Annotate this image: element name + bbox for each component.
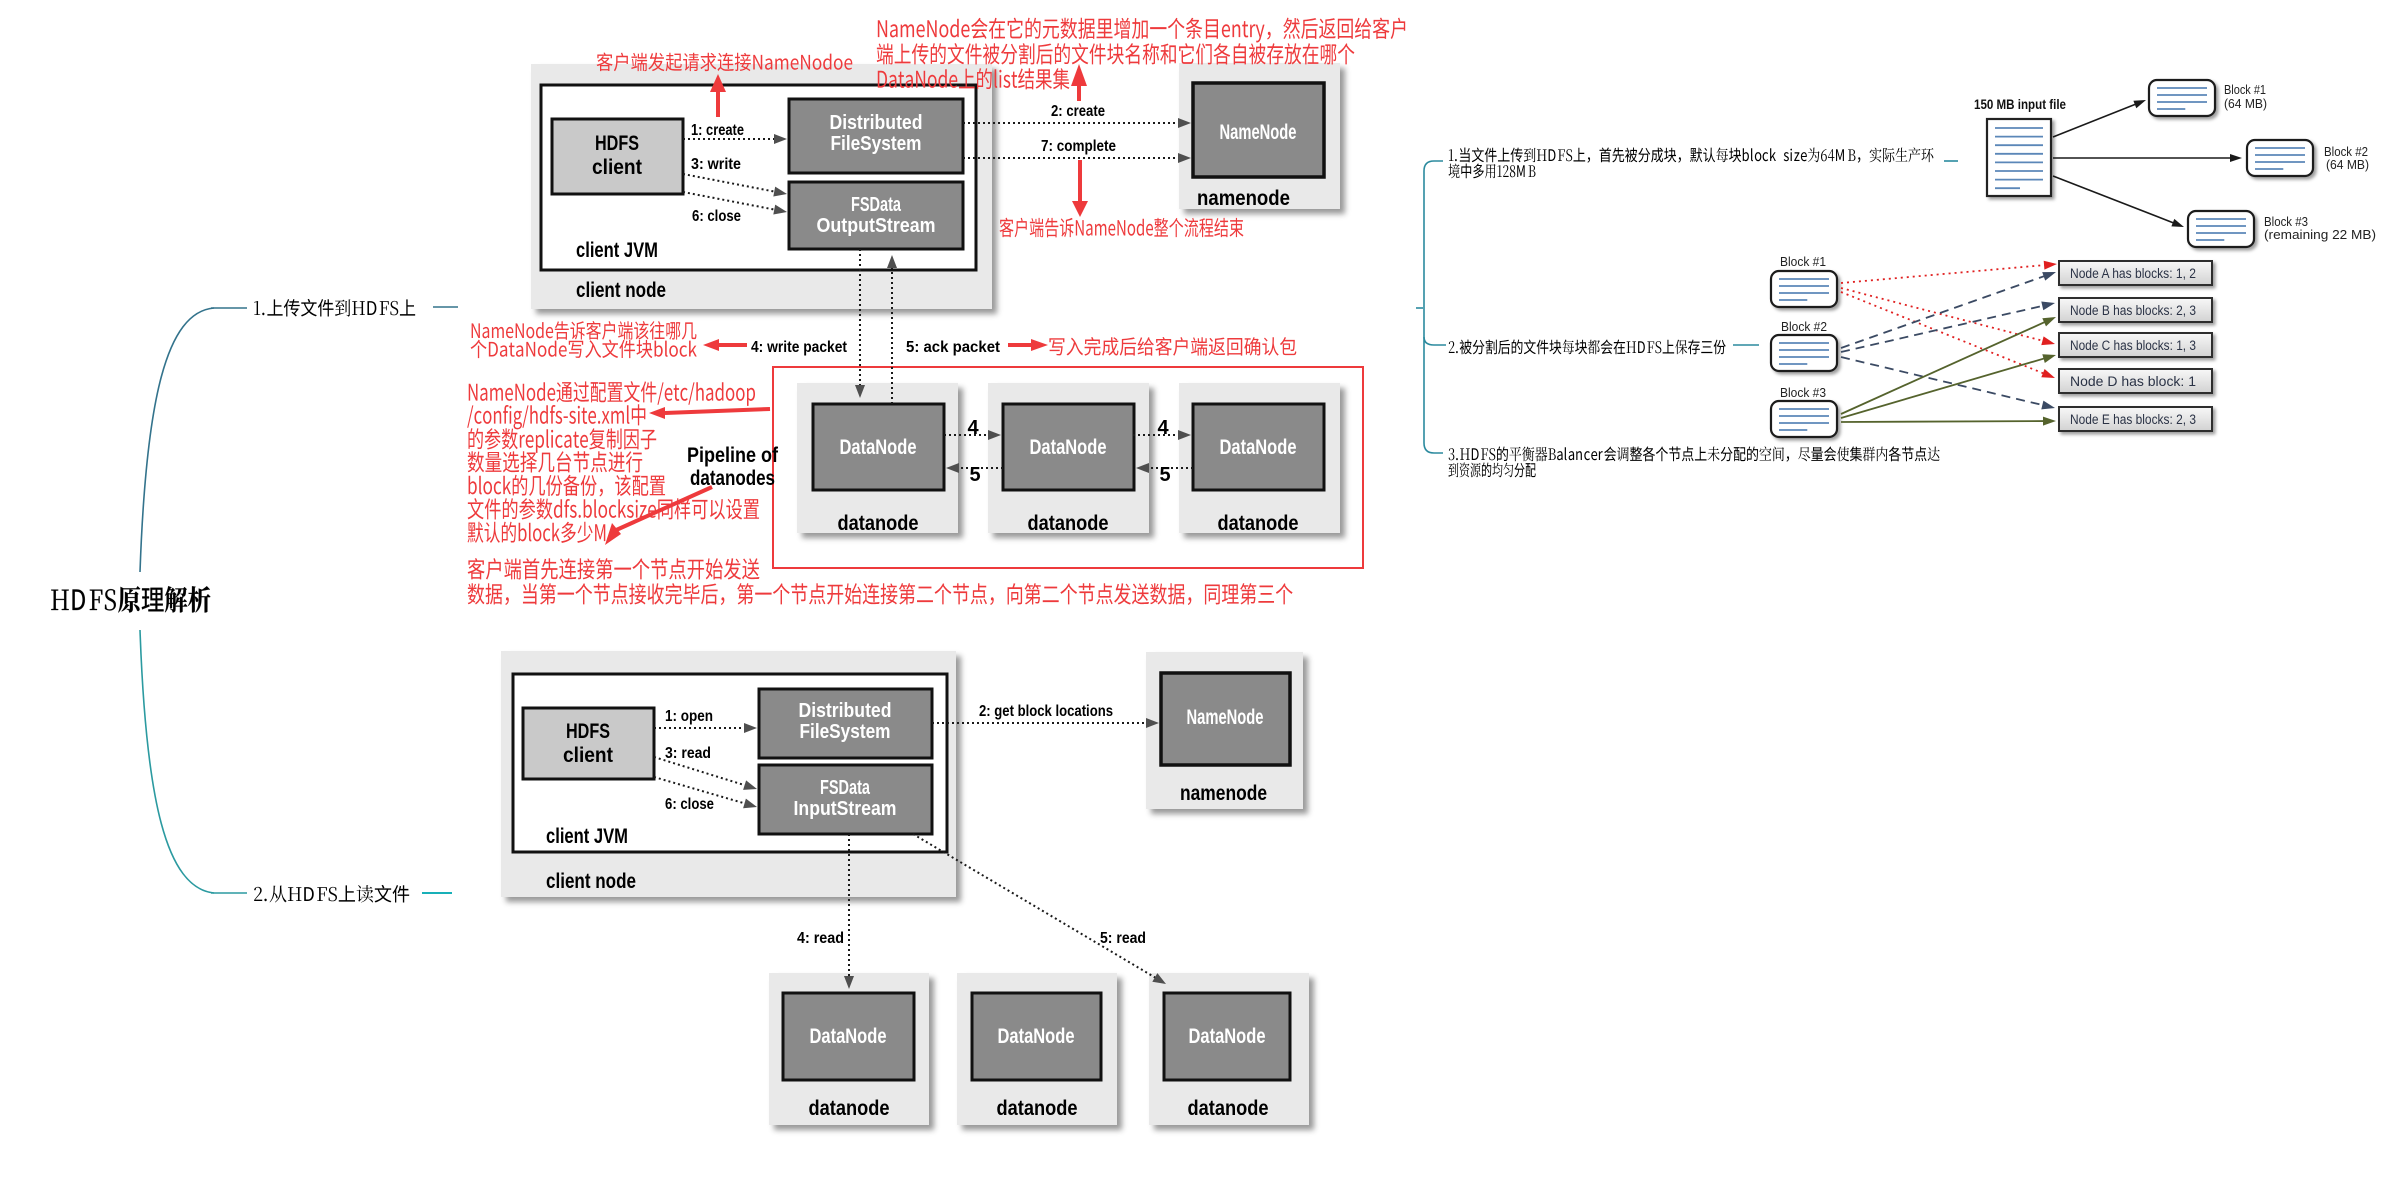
svg-text:(remaining 22 MB): (remaining 22 MB) [2264, 228, 2376, 242]
svg-text:datanode: datanode [838, 512, 919, 535]
svg-text:Node D has block: 1: Node D has block: 1 [2070, 374, 2196, 389]
svg-text:FSData: FSData [820, 777, 871, 799]
svg-text:Block #1: Block #1 [1780, 255, 1826, 269]
svg-text:1: create: 1: create [691, 122, 744, 139]
svg-text:5: 5 [969, 464, 980, 486]
svg-text:Node E has blocks: 2, 3: Node E has blocks: 2, 3 [2070, 412, 2196, 427]
svg-text:namenode: namenode [1197, 187, 1290, 210]
svg-text:4: write packet: 4: write packet [751, 339, 848, 356]
svg-text:HDFS: HDFS [566, 720, 610, 743]
svg-text:4: 4 [1157, 417, 1169, 439]
svg-text:Distributed: Distributed [830, 112, 923, 134]
svg-text:InputStream: InputStream [794, 798, 897, 820]
svg-text:DataNode: DataNode [998, 1025, 1075, 1048]
svg-text:client node: client node [576, 279, 666, 302]
svg-text:OutputStream: OutputStream [817, 215, 936, 237]
svg-text:client: client [592, 156, 642, 179]
svg-text:datanode: datanode [809, 1097, 890, 1120]
svg-text:1: open: 1: open [665, 708, 713, 725]
svg-text:5: 5 [1159, 464, 1170, 486]
svg-text:3: write: 3: write [691, 156, 741, 173]
svg-text:4: 4 [967, 417, 979, 439]
svg-text:DataNode: DataNode [1030, 436, 1107, 459]
svg-text:FileSystem: FileSystem [831, 133, 922, 155]
svg-text:FSData: FSData [851, 194, 902, 216]
svg-text:Block #3: Block #3 [1780, 386, 1826, 400]
svg-text:Block #3: Block #3 [2264, 215, 2308, 229]
svg-text:4: read: 4: read [797, 930, 844, 947]
svg-text:client node: client node [546, 870, 636, 893]
svg-text:6: close: 6: close [665, 796, 714, 813]
svg-text:FileSystem: FileSystem [800, 721, 891, 743]
svg-text:datanodes: datanodes [690, 467, 775, 490]
svg-text:namenode: namenode [1180, 782, 1267, 805]
svg-text:3: read: 3: read [665, 745, 711, 762]
svg-text:DataNode: DataNode [840, 436, 917, 459]
svg-text:7: complete: 7: complete [1041, 138, 1116, 155]
svg-text:client JVM: client JVM [546, 825, 628, 848]
svg-text:(64 MB): (64 MB) [2326, 158, 2369, 172]
svg-text:NameNode: NameNode [1187, 706, 1264, 729]
svg-text:150 MB input file: 150 MB input file [1974, 97, 2066, 112]
svg-text:2: create: 2: create [1051, 103, 1105, 120]
svg-text:HDFS: HDFS [595, 132, 639, 155]
svg-text:Node C has blocks: 1, 3: Node C has blocks: 1, 3 [2070, 338, 2196, 353]
svg-text:5: read: 5: read [1100, 930, 1146, 947]
svg-text:DataNode: DataNode [1189, 1025, 1266, 1048]
svg-text:datanode: datanode [997, 1097, 1078, 1120]
svg-text:Node A has blocks: 1, 2: Node A has blocks: 1, 2 [2070, 266, 2196, 281]
svg-text:Pipeline of: Pipeline of [687, 444, 779, 467]
svg-text:Block #1: Block #1 [2224, 83, 2266, 97]
svg-text:client JVM: client JVM [576, 239, 658, 262]
svg-text:datanode: datanode [1028, 512, 1109, 535]
svg-text:Node B has blocks: 2, 3: Node B has blocks: 2, 3 [2070, 303, 2196, 318]
svg-text:(64 MB): (64 MB) [2224, 97, 2267, 111]
svg-text:Distributed: Distributed [799, 700, 892, 722]
svg-text:DataNode: DataNode [1220, 436, 1297, 459]
svg-text:datanode: datanode [1188, 1097, 1269, 1120]
svg-text:client: client [563, 744, 613, 767]
svg-text:datanode: datanode [1218, 512, 1299, 535]
svg-text:2: get block locations: 2: get block locations [979, 703, 1113, 720]
svg-text:DataNode: DataNode [810, 1025, 887, 1048]
svg-text:Block #2: Block #2 [2324, 145, 2368, 159]
svg-text:Block #2: Block #2 [1781, 320, 1827, 334]
svg-text:6: close: 6: close [692, 208, 741, 225]
svg-text:NameNode: NameNode [1220, 121, 1297, 144]
svg-text:5: ack packet: 5: ack packet [906, 339, 1001, 356]
